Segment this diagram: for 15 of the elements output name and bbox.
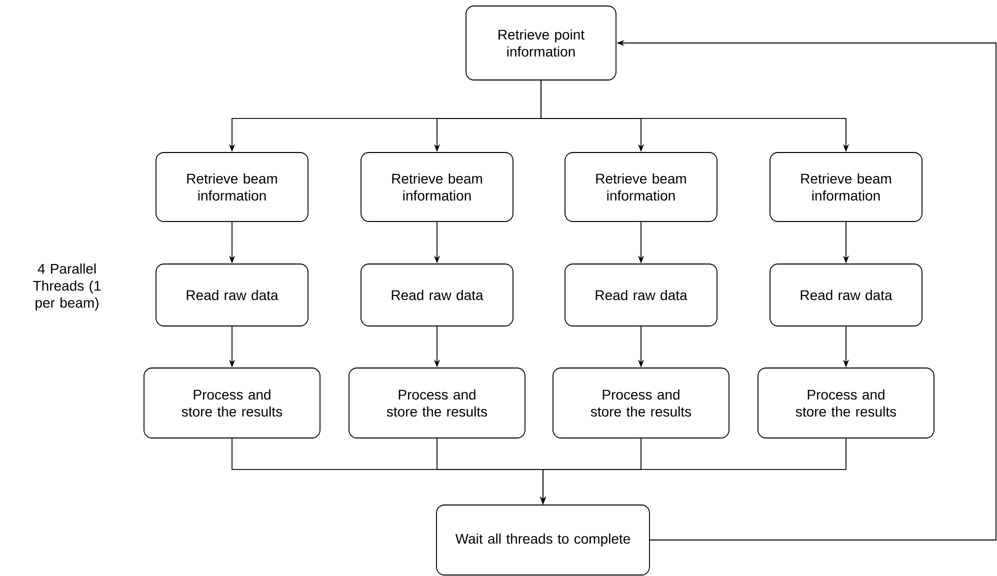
process-box: Retrieve beam information xyxy=(360,152,514,222)
process-box: Retrieve beam information xyxy=(156,152,308,222)
side-note: 4 Parallel Threads (1 per beam) xyxy=(33,263,101,311)
process-box: Process and store the results xyxy=(348,368,526,438)
process-box: Retrieve point information xyxy=(466,6,616,80)
process-box: Retrieve beam information xyxy=(564,152,718,222)
process-box: Process and store the results xyxy=(144,368,320,438)
process-box: Read raw data xyxy=(770,264,922,326)
process-box: Read raw data xyxy=(360,264,514,326)
process-box: Process and store the results xyxy=(758,368,934,438)
process-box: Read raw data xyxy=(156,264,308,326)
process-box: Read raw data xyxy=(564,264,718,326)
process-box: Wait all threads to complete xyxy=(436,504,650,576)
process-box: Process and store the results xyxy=(552,368,730,438)
process-box: Retrieve beam information xyxy=(770,152,922,222)
